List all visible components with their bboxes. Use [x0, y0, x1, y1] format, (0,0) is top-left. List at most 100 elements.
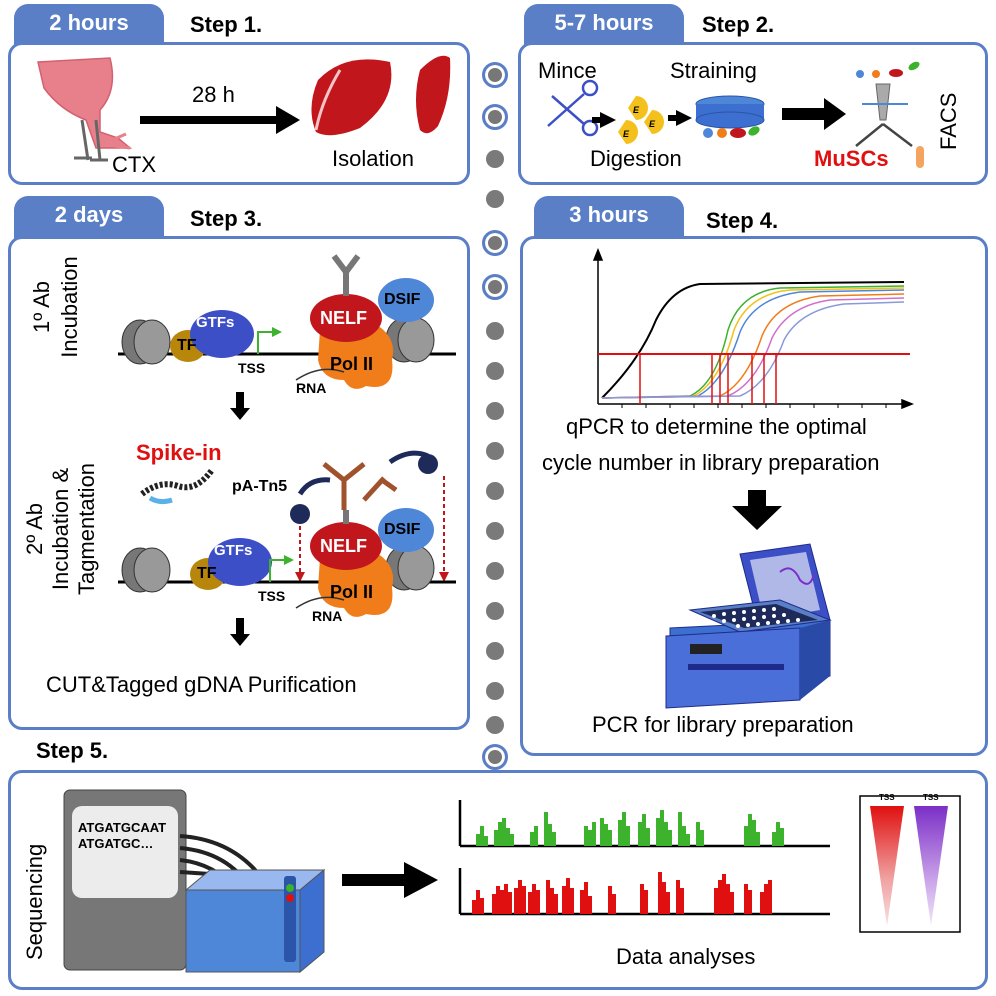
connector-ring — [482, 104, 508, 130]
connector-dot — [486, 562, 504, 580]
connector-ring — [482, 230, 508, 256]
enzyme-icon — [618, 96, 664, 144]
step3-title: Step 3. — [190, 206, 263, 231]
connector-ring — [482, 744, 508, 770]
connector-dot — [486, 362, 504, 380]
step3-duration-tab: 2 days — [14, 196, 164, 240]
step4-title: Step 4. — [706, 208, 779, 233]
nelf-label: NELF — [320, 308, 367, 328]
step5-title: Step 5. — [36, 738, 109, 763]
antibody-icon — [331, 254, 361, 296]
enzyme-letter: E — [633, 105, 640, 115]
gtfs-shape — [190, 310, 254, 358]
amplification-curve — [601, 287, 905, 399]
muscle-icon — [416, 55, 451, 134]
enzyme-letter: E — [623, 129, 630, 139]
gtfs-label: GTFs — [196, 314, 235, 331]
step2-title: Step 2. — [702, 12, 775, 37]
dsif-shape — [378, 508, 434, 552]
enzyme-letter: E — [649, 119, 656, 129]
data-analyses-label: Data analyses — [616, 944, 756, 969]
pcr-caption: PCR for library preparation — [592, 712, 854, 737]
rna-label: RNA — [296, 380, 327, 396]
tf-label: TF — [197, 565, 217, 582]
amplification-curve — [601, 285, 905, 399]
straining-label: Straining — [670, 58, 757, 83]
dsif-label: DSIF — [384, 291, 421, 308]
gtfs-label: GTFs — [214, 542, 253, 559]
step1-title: Step 1. — [190, 12, 263, 37]
scissors-icon — [547, 79, 599, 137]
spike-in-label: Spike-in — [136, 440, 222, 465]
connector-dot — [486, 522, 504, 540]
sequencer-icon — [63, 789, 326, 974]
well-plate — [712, 607, 800, 628]
qpcr-caption-line2: cycle number in library preparation — [542, 450, 880, 475]
mince-label: Mince — [538, 58, 597, 83]
amplification-curve — [601, 293, 905, 399]
sequencer-screen-line1: ATGATGCAAT — [78, 820, 167, 835]
ctx-label: CTX — [112, 152, 156, 177]
connector-dot — [486, 642, 504, 660]
pol-ii-label: Pol II — [330, 582, 374, 602]
facs-sorter-icon — [855, 61, 924, 168]
tss-purple-profile — [914, 806, 948, 926]
tss-label: TSS — [238, 360, 266, 376]
nelf-shape — [310, 522, 382, 570]
amplification-curve — [601, 289, 905, 399]
rna-label: RNA — [312, 608, 343, 624]
muscs-label: MuSCs — [814, 146, 889, 171]
purification-label: CUT&Tagged gDNA Purification — [46, 672, 357, 697]
connector-dot — [486, 322, 504, 340]
nucleosome-icon — [121, 547, 171, 593]
connector-dot — [486, 482, 504, 500]
amplification-curve — [601, 281, 905, 399]
connector-ring — [482, 274, 508, 300]
dsif-label: DSIF — [384, 521, 421, 538]
digestion-label: Digestion — [590, 146, 682, 171]
dsif-shape — [378, 278, 434, 322]
cells-icon — [703, 126, 760, 138]
tss-heatmap-label-2: TSS — [923, 793, 939, 802]
pol-ii-label: Pol II — [330, 354, 374, 374]
gtfs-shape — [208, 538, 272, 586]
qpcr-caption-line1: qPCR to determine the optimal — [566, 414, 867, 439]
connector-dot — [486, 682, 504, 700]
connector-dot — [486, 190, 504, 208]
tss-label: TSS — [258, 588, 286, 604]
red-coverage-track — [472, 872, 772, 914]
secondary-antibody-icon — [322, 462, 398, 510]
green-coverage-track — [476, 810, 784, 846]
connector-dot — [486, 602, 504, 620]
step2-duration-tab: 5-7 hours — [524, 4, 684, 48]
nucleosome-icon — [385, 545, 435, 591]
step1-duration-tab: 2 hours — [14, 4, 164, 48]
spike-in-dna-icon — [140, 468, 215, 497]
tss-red-profile — [870, 806, 904, 926]
connector-dot — [486, 442, 504, 460]
connector-ring — [482, 62, 508, 88]
tss-heatmap-label-1: TSS — [879, 793, 895, 802]
amplification-curve — [601, 297, 905, 399]
sequencer-screen-line2: ATGATGC… — [78, 836, 154, 851]
tf-label: TF — [177, 337, 197, 354]
pa-tn5-label: pA-Tn5 — [232, 478, 288, 495]
isolation-label: Isolation — [332, 146, 414, 171]
syringe-icon — [74, 119, 108, 162]
connector-dot — [486, 150, 504, 168]
nelf-shape — [310, 294, 382, 342]
step4-duration-tab: 3 hours — [534, 196, 684, 240]
mouse-leg-illustration — [37, 57, 133, 149]
pa-tn5-icon — [290, 450, 438, 524]
nelf-label: NELF — [320, 536, 367, 556]
nucleosome-icon — [121, 319, 171, 365]
connector-dot — [486, 716, 504, 734]
muscle-icon — [311, 59, 392, 136]
step1-time-label: 28 h — [192, 82, 235, 107]
pcr-machine-icon — [665, 543, 832, 709]
